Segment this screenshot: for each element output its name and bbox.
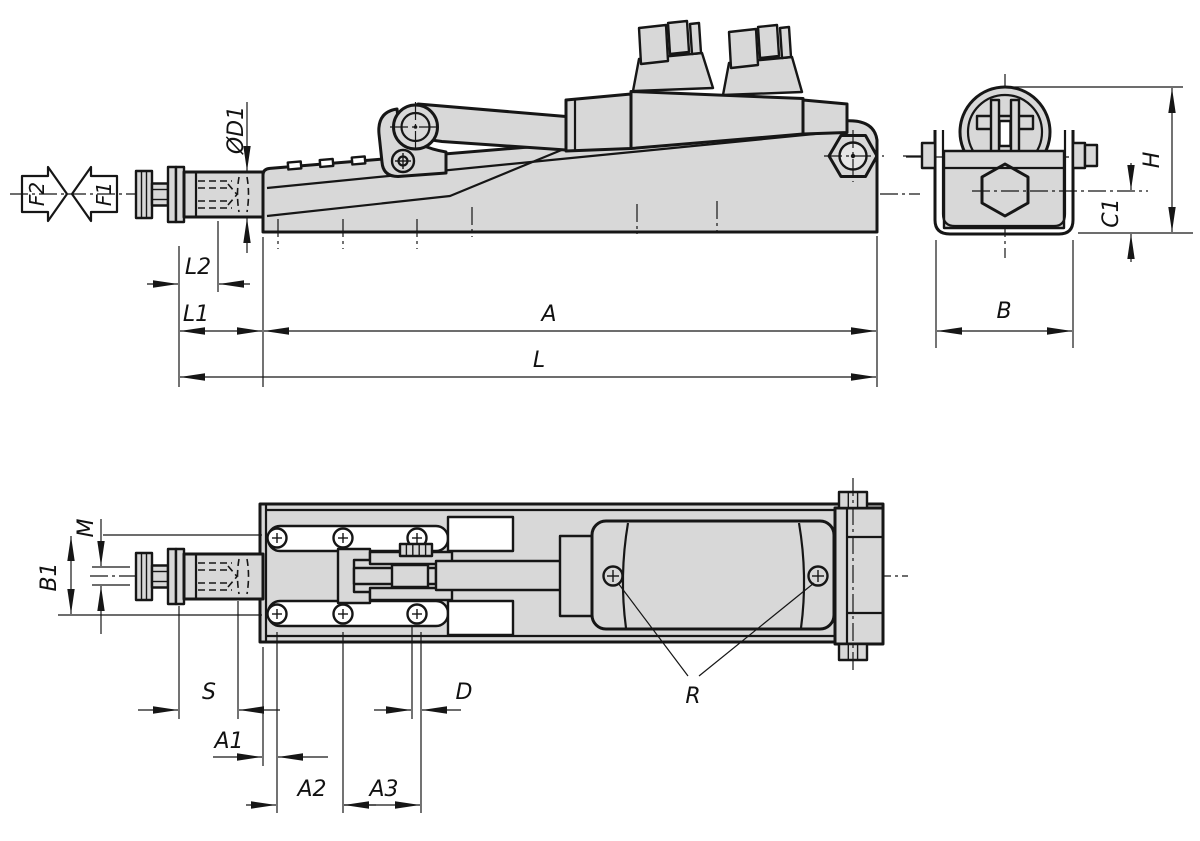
dim-label-b1: B1 [37,562,62,591]
air-port [807,565,829,587]
toggle-mechanism [336,542,454,605]
mounting-holes [266,527,428,625]
link-pin [390,148,416,174]
air-fitting-right [721,23,804,97]
plan-view-dimensions: M B1 S A1 A2 A3 [37,518,815,813]
u-bracket [933,130,1075,236]
force-arrow-f2 [20,165,69,223]
spindle-hex-head [134,169,154,220]
dim-label-d1: ØD1 [224,106,249,155]
mounting-hole [332,603,354,625]
rod-reducer [558,534,594,618]
clamping-spindle [134,165,265,224]
dim-label-m: M [74,518,99,537]
mounting-hole [406,603,428,625]
serrated-adjuster [398,542,434,558]
dim-label-b: B [996,299,1011,324]
mounting-hole [332,527,354,549]
dim-label-s: S [202,680,216,705]
cylinder-block-step [801,98,849,136]
hole-center-ticks [277,192,878,249]
end-hex-fitting [824,130,921,182]
dim-label-a2: A2 [295,777,326,802]
plan-spindle [134,547,265,606]
plan-view: M B1 S A1 A2 A3 [37,478,908,813]
serration-notches [286,155,367,171]
dim-label-l2: L2 [185,255,211,280]
side-view-dimensions: ØD1 L2 L1 A L [147,102,878,387]
dim-label-d: D [456,680,473,705]
spindle-shaft [150,182,170,207]
mounting-hole [266,603,288,625]
force-arrows: F2 F1 [20,165,119,223]
air-fitting-left [631,19,715,93]
body-lower-seam [266,147,565,218]
side-view: F2 F1 ØD1 L2 L1 A L [10,19,921,387]
dim-label-h: H [1140,152,1165,169]
dim-label-l1: L1 [183,302,209,327]
body-seam-line [266,130,841,190]
force-label-f2: F2 [25,182,49,206]
sensor-rail-tabs [920,141,1099,170]
dim-label-l: L [533,348,545,373]
hidden-thread-lines [198,176,250,213]
mounting-hole [266,527,288,549]
pneumatic-cylinder [590,519,836,631]
spindle-sleeve [182,170,265,219]
dim-label-a: A [539,302,556,327]
hex-nut [972,162,1148,218]
dim-label-c1: C1 [1099,198,1124,227]
force-label-f1: F1 [92,182,116,206]
dim-label-a3: A3 [367,777,398,802]
end-view: H C1 B [906,74,1193,348]
air-port [602,565,624,587]
piston-rod [434,559,564,592]
force-arrow-f1 [70,165,119,223]
dim-label-a1: A1 [212,729,243,754]
dim-label-r: R [685,684,700,709]
pivot-pin [390,102,441,152]
end-cap [833,478,885,672]
end-view-dimensions: H C1 B [935,86,1193,348]
